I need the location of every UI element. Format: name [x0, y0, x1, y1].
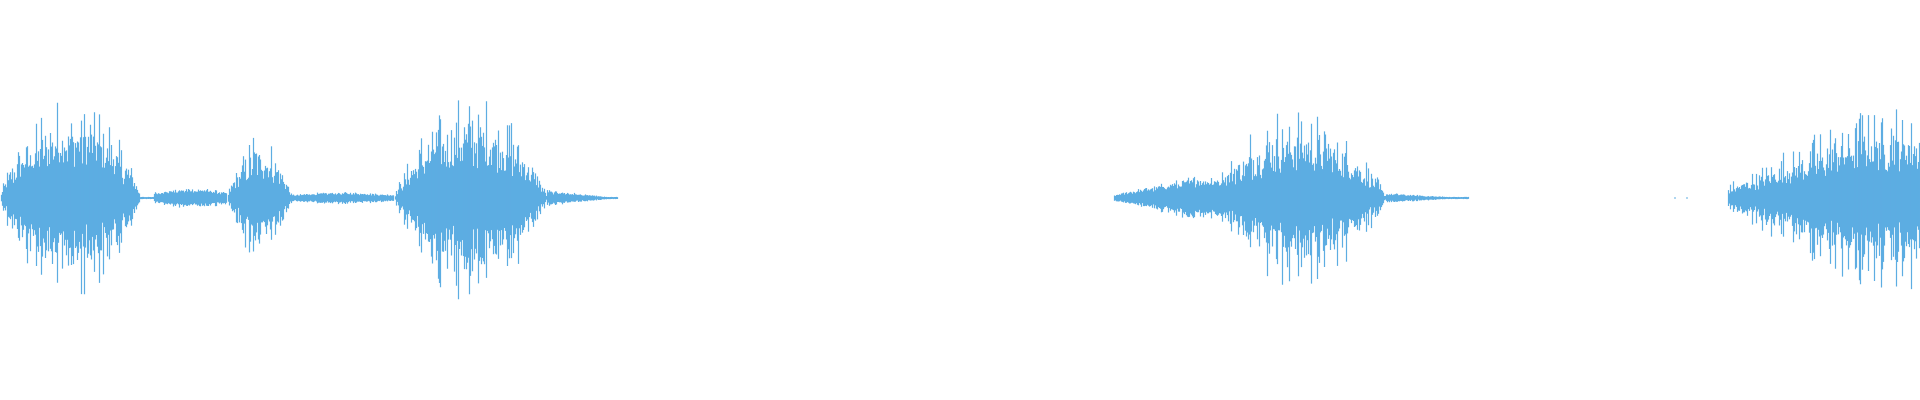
- waveform-samples: [0, 100, 1920, 300]
- waveform-dot: [586, 197, 588, 199]
- waveform-dot: [1686, 197, 1688, 199]
- waveform-dot: [597, 197, 599, 199]
- waveform-dot: [1674, 197, 1676, 199]
- waveform-dot: [611, 197, 613, 199]
